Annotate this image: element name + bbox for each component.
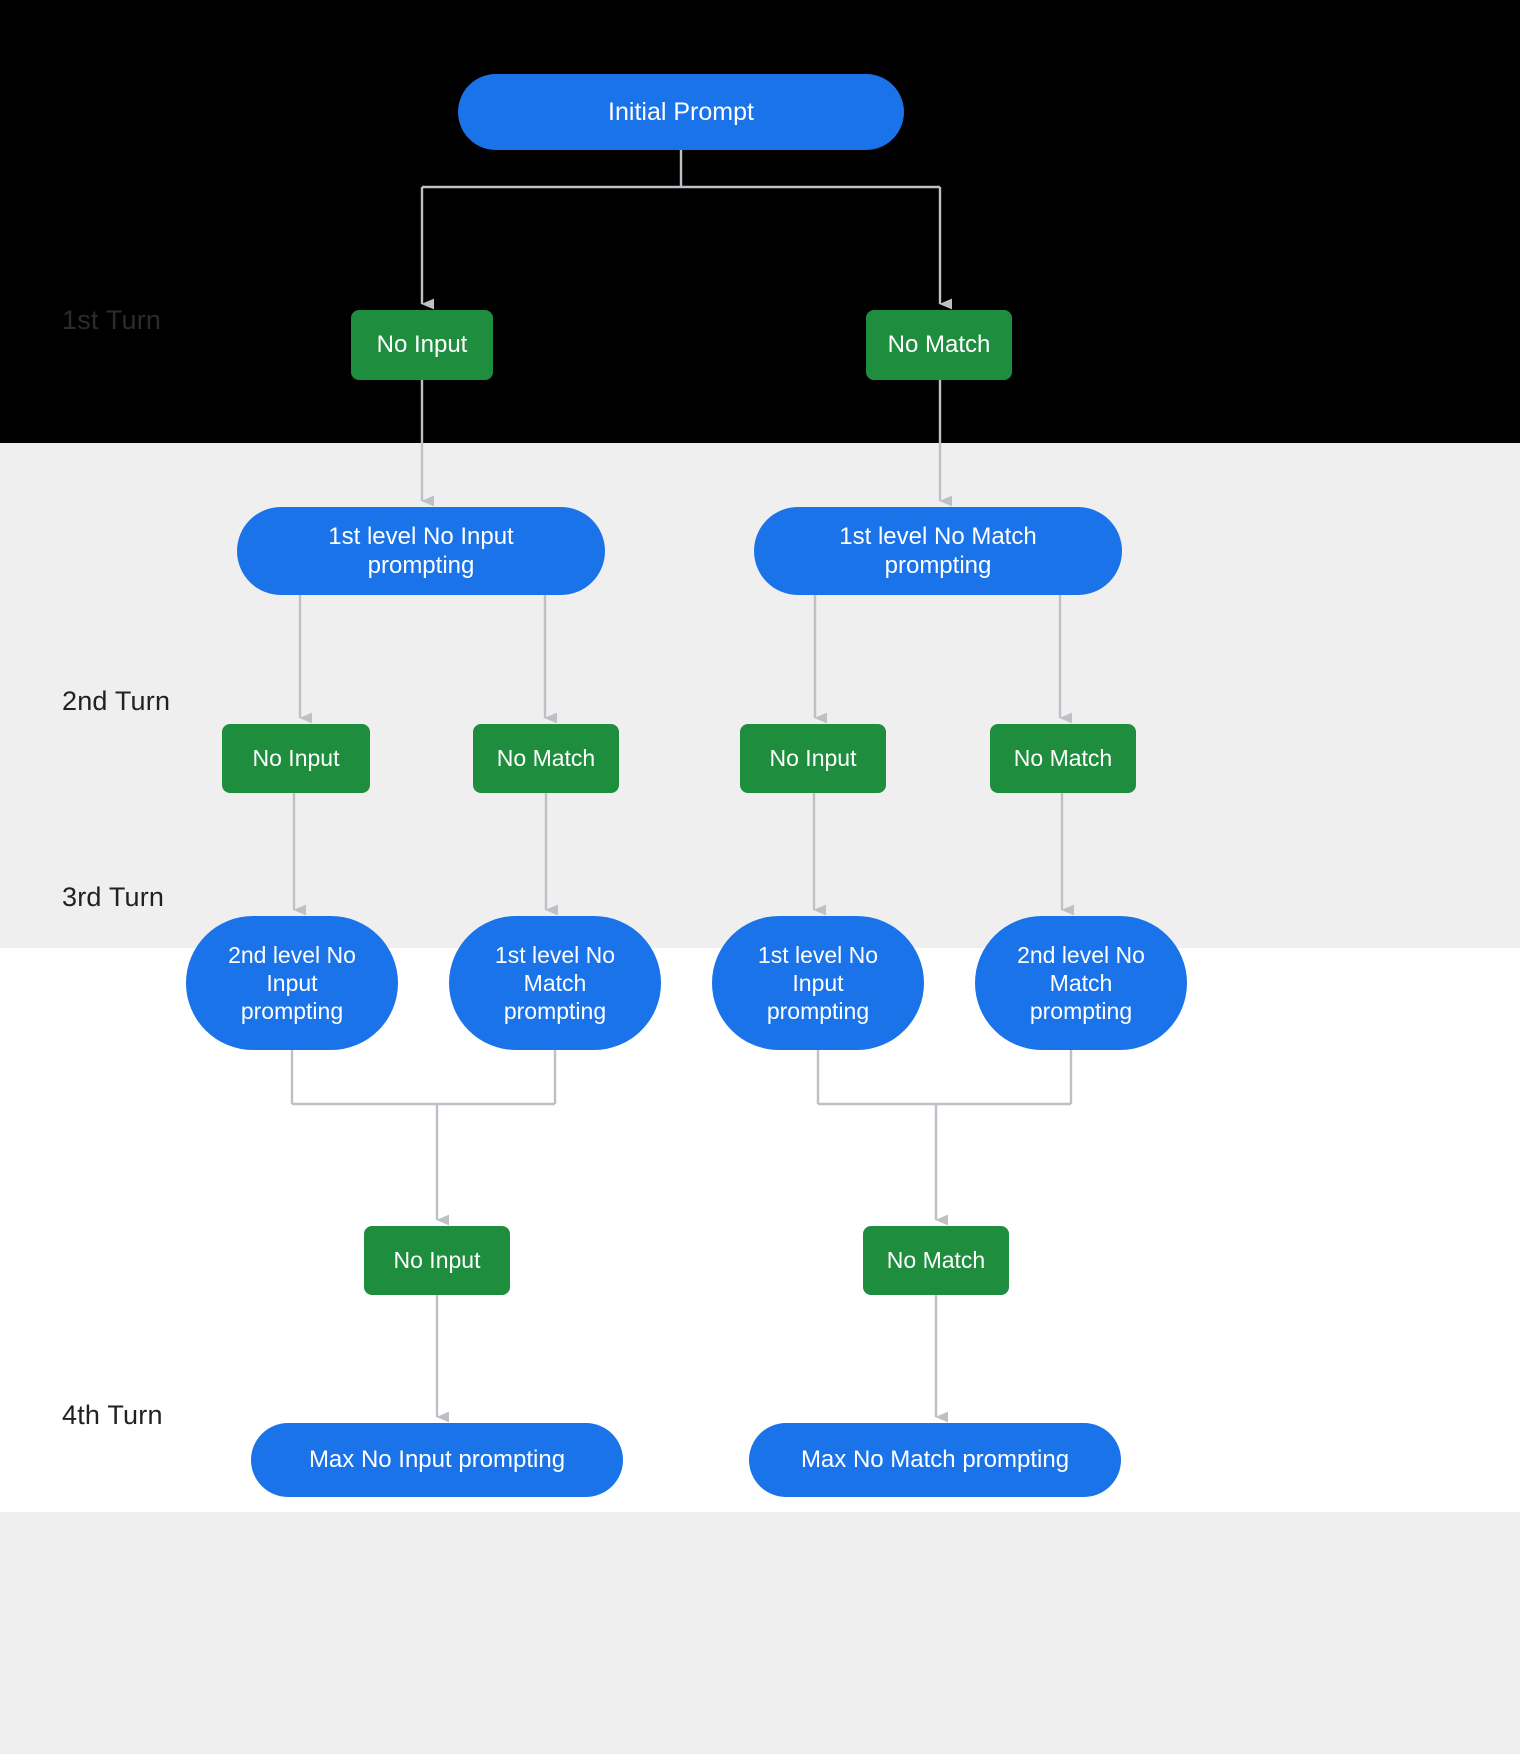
node-t2-no-match-a[interactable]: No Match	[473, 724, 619, 793]
turn-label-turn-3: 3rd Turn	[62, 882, 165, 912]
node-label: No Input	[769, 745, 857, 772]
node-t2-no-input-a[interactable]: No Input	[222, 724, 370, 793]
node-t1-no-input[interactable]: No Input	[351, 310, 493, 380]
1st-turn-band	[0, 0, 1520, 443]
node-label: No Input	[252, 745, 340, 772]
node-label: No Match	[887, 331, 991, 359]
node-t3-no-match[interactable]: No Match	[863, 1226, 1009, 1295]
node-label: No Input	[393, 1247, 481, 1274]
node-label: No Match	[496, 745, 596, 772]
node-label: Max No Input prompting	[308, 1446, 566, 1474]
2nd-turn-band	[0, 443, 1520, 948]
node-t4-max-no-input[interactable]: Max No Input prompting	[251, 1423, 623, 1497]
turn-label-turn-1: 1st Turn	[62, 305, 162, 335]
node-t2-no-input-b[interactable]: No Input	[740, 724, 886, 793]
turn-label-turn-4: 4th Turn	[62, 1400, 163, 1430]
node-label: Max No Match prompting	[800, 1446, 1070, 1474]
4th-turn-band	[0, 1512, 1520, 1754]
node-label: No Match	[886, 1247, 986, 1274]
node-initial-prompt[interactable]: Initial Prompt	[458, 74, 904, 150]
node-t1-no-match[interactable]: No Match	[866, 310, 1012, 380]
node-t4-max-no-match[interactable]: Max No Match prompting	[749, 1423, 1121, 1497]
turn-label-turn-2: 2nd Turn	[62, 686, 171, 716]
node-label: No Match	[1013, 745, 1113, 772]
node-label: Initial Prompt	[608, 97, 754, 126]
node-t2-no-match-b[interactable]: No Match	[990, 724, 1136, 793]
node-label: No Input	[376, 331, 468, 359]
node-t3-no-input[interactable]: No Input	[364, 1226, 510, 1295]
